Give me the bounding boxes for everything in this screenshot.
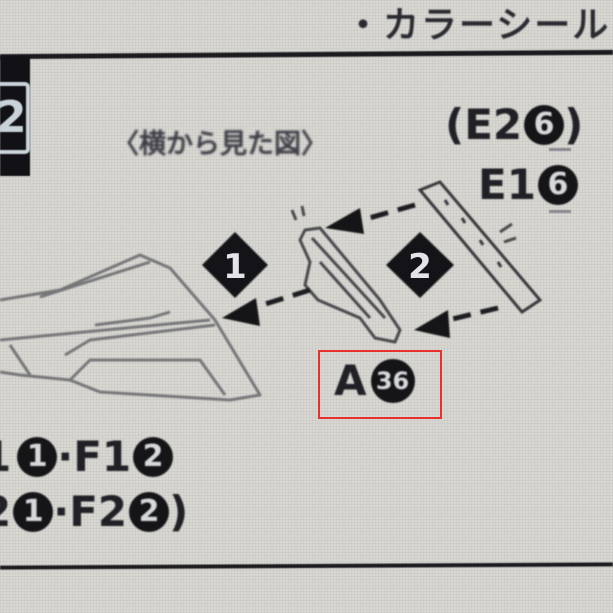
part-number-badge: 6 <box>524 104 565 145</box>
sub-step-2-label: 2 <box>408 247 432 287</box>
main-body-drawing <box>0 253 262 402</box>
part-number-badge: 2 <box>129 491 170 532</box>
part-number-badge: 1 <box>13 491 54 532</box>
sticker-strip-drawing <box>417 180 543 314</box>
middle-part-drawing <box>298 226 402 344</box>
arrow-head-icon <box>222 298 260 326</box>
sub-step-1-marker <box>202 232 268 298</box>
arrowheads <box>222 208 450 338</box>
sub-step-1-label: 1 <box>223 247 247 287</box>
arrow-head-icon <box>414 310 450 338</box>
runner-mark <box>549 210 571 213</box>
part-number-badge: 6 <box>537 164 578 205</box>
highlight-marks <box>290 205 517 244</box>
step-number: 2 <box>0 82 30 154</box>
part-number-badge: 36 <box>370 358 415 403</box>
part-number-badge: 2 <box>133 436 174 477</box>
sub-step-2-marker <box>386 232 454 298</box>
section-title: ・カラーシール <box>345 5 611 46</box>
arrow-head-icon <box>325 208 364 234</box>
side-view-caption: 〈横から見た図〉 <box>112 129 328 160</box>
part-label-f1: 11·F12 <box>0 432 174 481</box>
part-number-badge: 1 <box>17 436 58 477</box>
dashed-arrow-lines <box>239 202 499 325</box>
step-number-block <box>0 56 30 176</box>
part-label-f2: 21·F22) <box>0 487 188 536</box>
runner-mark <box>549 148 571 151</box>
highlight-box <box>318 350 442 419</box>
